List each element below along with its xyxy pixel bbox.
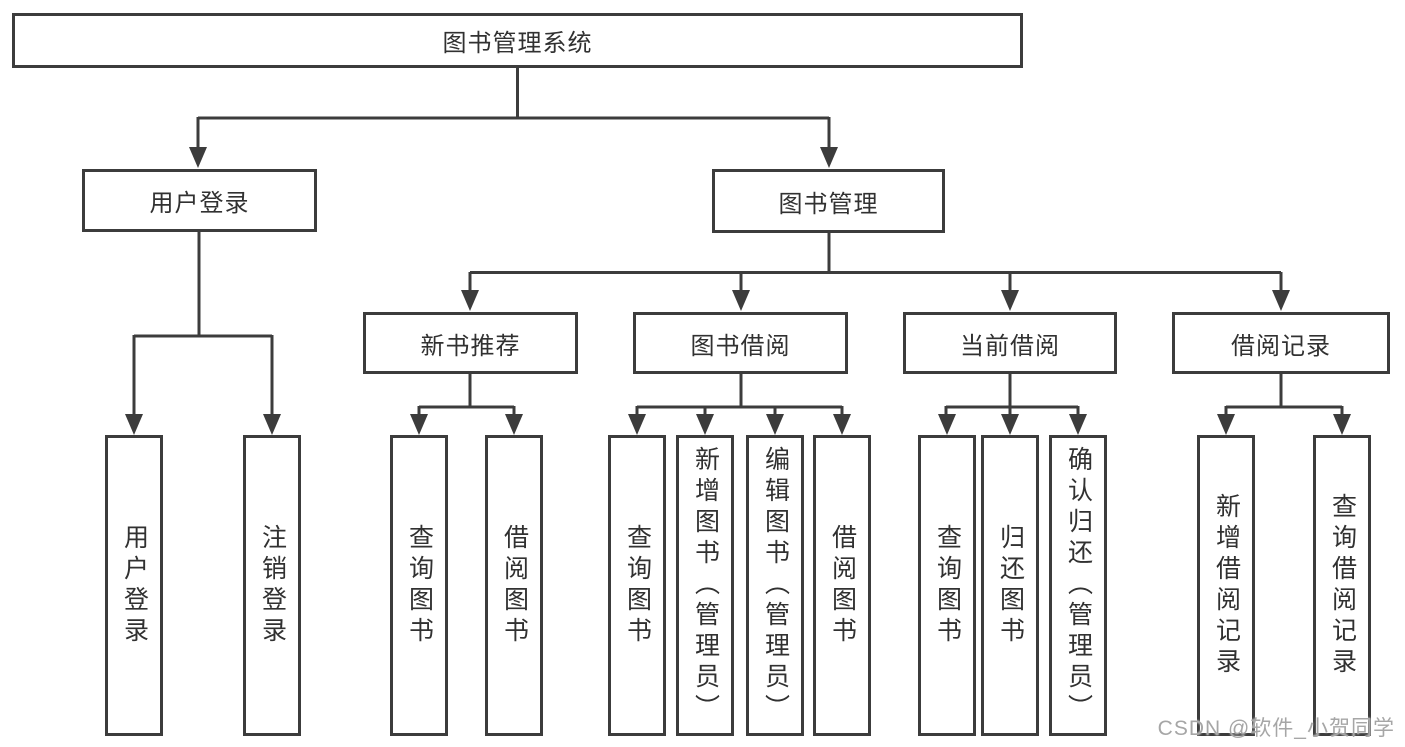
leaf-label: 编辑图书（管理员） [761, 446, 790, 725]
leaf-user-login: 用户登录 [105, 435, 163, 736]
node-new-book-recommendation: 新书推荐 [363, 312, 578, 374]
node-label: 当前借阅 [960, 332, 1060, 360]
leaf-borrow-books-recommendation: 借阅图书 [485, 435, 543, 736]
leaf-label: 查询图书 [933, 523, 962, 648]
leaf-return-book: 归还图书 [981, 435, 1039, 736]
leaf-add-book-admin: 新增图书（管理员） [676, 435, 734, 736]
leaf-edit-book-admin: 编辑图书（管理员） [746, 435, 804, 736]
leaf-label: 用户登录 [120, 523, 149, 648]
leaf-query-borrow-record: 查询借阅记录 [1313, 435, 1371, 736]
node-book-management: 图书管理 [712, 169, 945, 233]
node-label: 图书管理 [778, 190, 879, 218]
leaf-label: 查询图书 [623, 523, 652, 648]
leaf-label: 借阅图书 [828, 523, 857, 648]
node-label: 用户登录 [149, 190, 250, 217]
leaf-label: 借阅图书 [500, 523, 529, 648]
leaf-query-books-borrowing: 查询图书 [608, 435, 666, 736]
arrowheads [125, 147, 1351, 435]
leaf-label: 查询图书 [405, 523, 434, 648]
leaf-label: 确认归还（管理员） [1064, 446, 1093, 725]
leaf-label: 归还图书 [996, 523, 1025, 648]
node-user-login: 用户登录 [82, 169, 317, 232]
leaf-borrow-books-borrowing: 借阅图书 [813, 435, 871, 736]
node-current-borrowing: 当前借阅 [903, 312, 1117, 374]
node-borrowing-records: 借阅记录 [1172, 312, 1390, 374]
leaf-logout: 注销登录 [243, 435, 301, 736]
leaf-query-books-recommendation: 查询图书 [390, 435, 448, 736]
leaf-confirm-return-admin: 确认归还（管理员） [1049, 435, 1107, 736]
node-library-management-system: 图书管理系统 [12, 13, 1023, 68]
watermark: CSDN @软件_小贺同学 [1157, 717, 1395, 740]
node-label: 图书管理系统 [442, 30, 593, 57]
leaf-label: 注销登录 [258, 523, 287, 648]
leaf-query-books-current: 查询图书 [918, 435, 976, 736]
node-label: 新书推荐 [420, 332, 521, 360]
node-label: 图书借阅 [690, 332, 791, 360]
leaf-label: 查询借阅记录 [1328, 492, 1357, 679]
leaf-label: 新增图书（管理员） [691, 446, 720, 725]
node-label: 借阅记录 [1231, 332, 1331, 360]
leaf-add-borrow-record: 新增借阅记录 [1197, 435, 1255, 736]
leaf-label: 新增借阅记录 [1212, 492, 1241, 679]
node-book-borrowing: 图书借阅 [633, 312, 848, 374]
